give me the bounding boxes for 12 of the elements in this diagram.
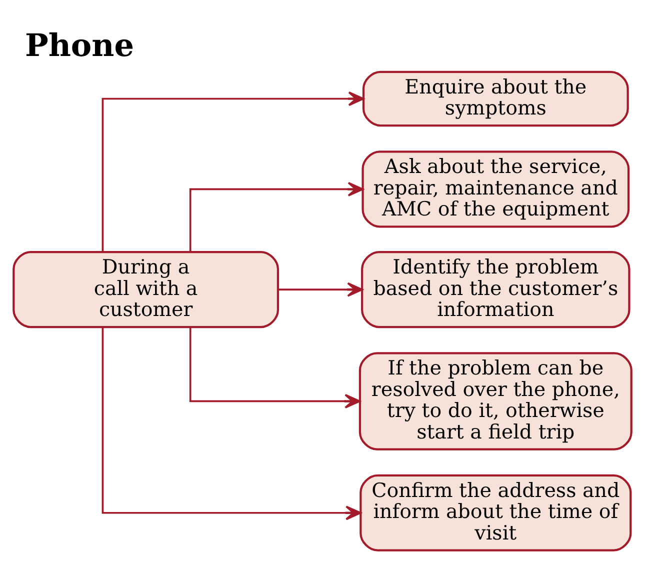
- node-box: If the problem can be resolved over the phone, try to do it, otherwise start a field trip: [358, 352, 632, 450]
- arrow: [189, 326, 360, 408]
- node-box: Confirm the address and inform about the time of visit: [360, 474, 632, 551]
- arrow: [102, 90, 364, 252]
- node-box: Enquire about the symptoms: [362, 70, 629, 126]
- arrow: [278, 282, 363, 296]
- node-box: During a call with a customer: [12, 250, 280, 328]
- node-box: Identify the problem based on the customer’s information: [361, 250, 630, 328]
- arrow: [189, 181, 364, 252]
- arrow: [102, 326, 362, 520]
- diagram-title: Phone: [24, 27, 134, 64]
- node-box: Ask about the service, repair, maintenance and AMC of the equipment: [362, 150, 630, 228]
